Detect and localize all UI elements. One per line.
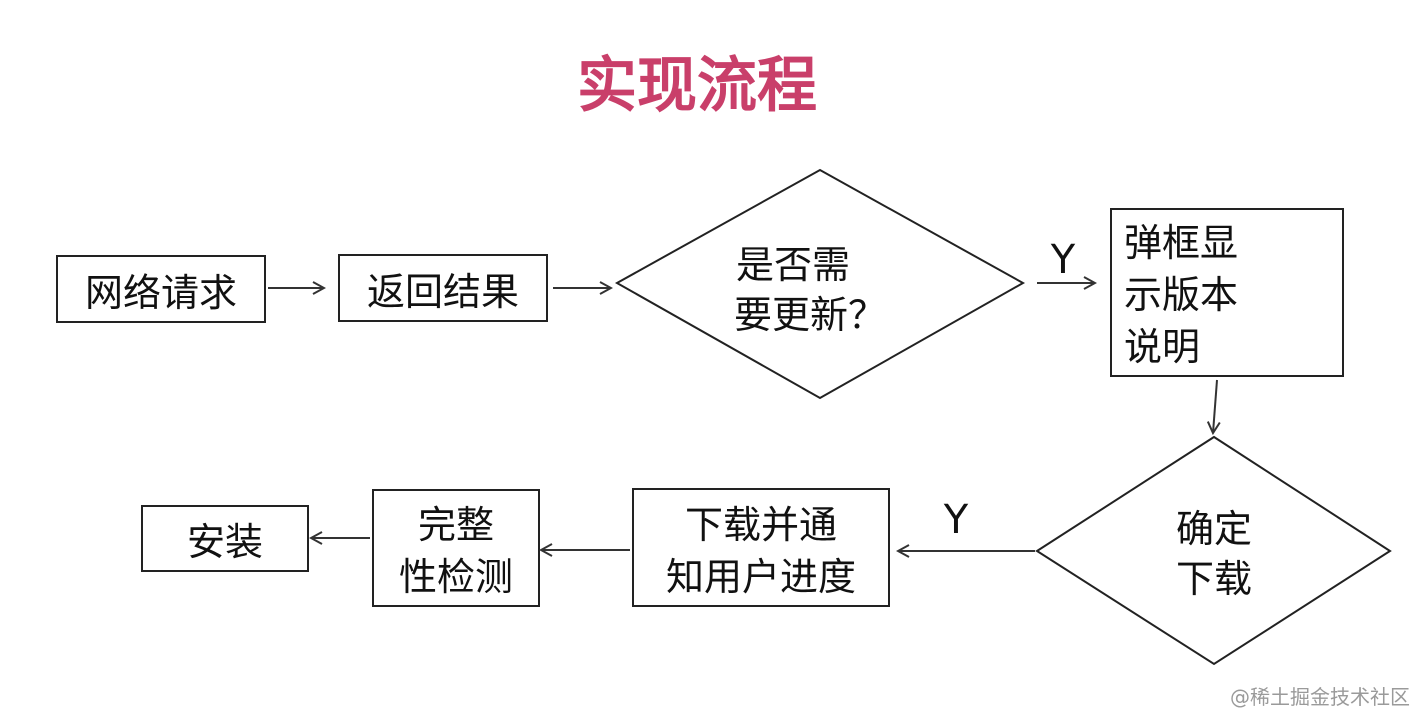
- edge-label-update-yes: Y: [1050, 237, 1076, 283]
- node-download-notify-box: [632, 488, 890, 607]
- decision-confirm-download-line-2: 下载: [1176, 557, 1252, 601]
- node-network-request-label: 网络请求: [85, 271, 237, 315]
- node-download-notify-line-1: 下载并通: [685, 503, 837, 547]
- decision-need-update: 是否需 要更新？: [614, 168, 1026, 400]
- diagram-title: 实现流程: [577, 51, 817, 121]
- node-install: 安装: [141, 505, 309, 572]
- node-show-dialog-line-2: 示版本: [1124, 273, 1238, 317]
- decision-need-update-line-1: 是否需: [736, 243, 850, 287]
- node-return-result-label: 返回结果: [367, 270, 519, 314]
- node-show-dialog-line-1: 弹框显: [1124, 221, 1238, 265]
- decision-confirm-download-shape: [1035, 435, 1392, 666]
- node-show-dialog-box: [1110, 208, 1344, 377]
- edge-dialog-to-confirm: [1213, 379, 1217, 433]
- node-show-dialog: 弹框显 示版本 说明: [1110, 208, 1344, 377]
- node-return-result-box: [338, 254, 548, 322]
- decision-need-update-shape: [614, 168, 1026, 400]
- decision-confirm-download-line-1: 确定: [1176, 507, 1252, 551]
- node-download-notify: 下载并通 知用户进度: [632, 488, 890, 607]
- node-return-result: 返回结果: [338, 254, 548, 322]
- edge-label-download-yes: Y: [943, 497, 969, 543]
- watermark-text: @稀土掘金技术社区: [1230, 685, 1410, 709]
- node-integrity-check-line-1: 完整: [418, 503, 494, 547]
- node-download-notify-line-2: 知用户进度: [666, 555, 856, 599]
- node-integrity-check: 完整 性检测: [372, 489, 540, 607]
- decision-need-update-line-2: 要更新？: [734, 293, 886, 337]
- node-integrity-check-line-2: 性检测: [399, 555, 513, 599]
- node-show-dialog-line-3: 说明: [1124, 325, 1200, 369]
- decision-confirm-download: 确定 下载: [1035, 435, 1392, 666]
- node-network-request-box: [56, 255, 266, 323]
- node-install-box: [141, 505, 309, 572]
- node-install-label: 安装: [187, 520, 263, 564]
- node-network-request: 网络请求: [56, 255, 266, 323]
